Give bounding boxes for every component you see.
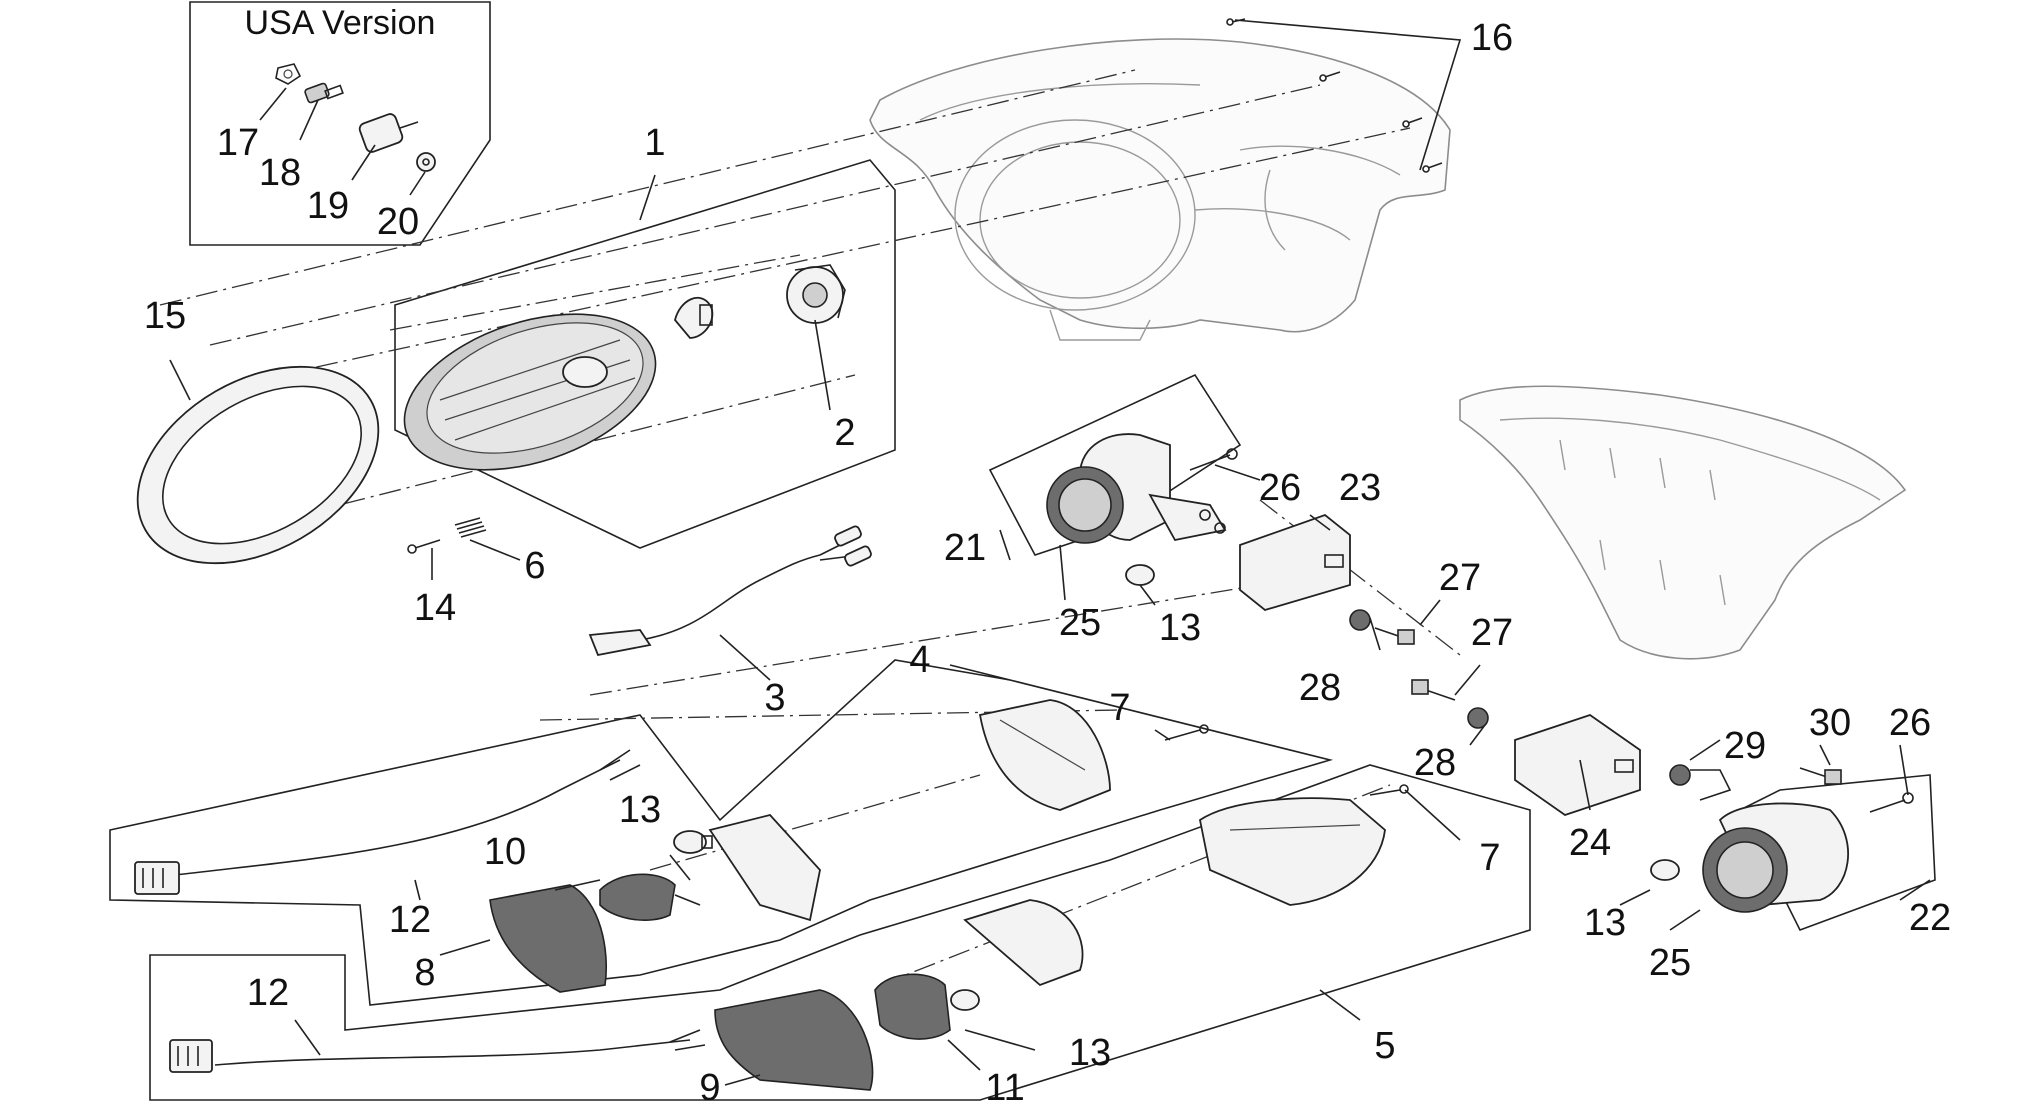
callout-11: 11 [985,1067,1024,1109]
part-8-turn-signal-lens [489,884,608,993]
part-13-bulb-c [1125,564,1155,586]
rear-light-left-outline [988,373,1242,556]
callout-27b: 27 [1471,612,1513,654]
part-20-washer [416,152,436,172]
part-30-bolt [1799,767,1842,785]
callout-22: 22 [1909,897,1951,939]
callout-26a: 26 [1259,467,1301,509]
rear-light-right-outline [1738,774,1936,931]
callout-8: 8 [414,952,435,994]
part-7-screw-b [1369,784,1409,796]
part-front-reflector-base [708,813,821,922]
part-15-headlight-trim-ring [136,365,380,565]
part-27-bolt-a [1374,627,1415,645]
part-3-wiring-harness [588,525,872,657]
part-22-rear-light-right [1702,802,1850,913]
part-19-sensor [358,113,419,153]
callout-30: 30 [1809,702,1851,744]
leader-lines [169,19,1931,1086]
part-23-connector-block [1239,513,1351,611]
part-9-rear-turn-signal-lens [714,989,874,1091]
callout-1: 1 [644,122,665,164]
callout-20: 20 [377,201,419,243]
callout-26b: 26 [1889,702,1931,744]
callout-5: 5 [1374,1025,1395,1067]
callout-21: 21 [944,527,986,569]
callout-2: 2 [834,412,855,454]
callout-12b: 12 [247,972,289,1014]
callout-23: 23 [1339,467,1381,509]
callout-28b: 28 [1414,742,1456,784]
usa-version-label: USA Version [245,4,436,42]
callout-14: 14 [414,587,456,629]
part-29-bracket [1669,764,1732,801]
part-28-washer-a [1349,609,1371,631]
callout-6: 6 [524,545,545,587]
callout-3: 3 [764,677,785,719]
part-21-rear-light-left [1046,433,1227,544]
part-12-wire-upper [134,749,641,895]
callout-27a: 27 [1439,557,1481,599]
part-13-bulb-b [950,989,980,1011]
callout-29: 29 [1724,725,1766,767]
part-26-screw-b [1869,792,1914,813]
part-24-connector-block [1514,714,1641,816]
callout-13d: 13 [1584,902,1626,944]
part-2-bulb-socket [674,264,846,339]
front-turn-signal-assembly-outline [109,659,1334,1006]
callout-25a: 25 [1059,602,1101,644]
callout-28a: 28 [1299,667,1341,709]
part-4-front-turn-signal-housing [978,699,1111,811]
part-13-bulb-a [673,830,713,854]
callout-7b: 7 [1479,837,1500,879]
callout-24: 24 [1569,822,1611,864]
callout-25b: 25 [1649,942,1691,984]
callout-15: 15 [144,295,186,337]
callout-4: 4 [909,639,930,681]
callout-13b: 13 [1159,607,1201,649]
part-5-rear-turn-signal-housing [1198,797,1386,906]
part-14-screw [407,539,441,554]
callout-12a: 12 [389,899,431,941]
callout-13c: 13 [1069,1032,1111,1074]
headlight-assembly-outline [394,159,896,549]
part-27-bolt-b [1411,679,1456,701]
callout-10: 10 [484,831,526,873]
callout-9: 9 [699,1067,720,1109]
callout-19: 19 [307,185,349,227]
callout-17: 17 [217,122,259,164]
part-12-wire-lower [169,1029,706,1073]
part-11-bulb-holder [874,973,951,1040]
part-10-bulb-holder [599,873,701,921]
part-18-bolt [304,82,344,104]
part-16-screws [1226,18,1443,173]
rear-body-panel [1459,385,1907,660]
callout-16: 16 [1471,17,1513,59]
part-rear-reflector-base [963,899,1084,987]
part-13-bulb-d [1650,859,1680,881]
part-26-screw-a [1189,448,1238,471]
callout-7a: 7 [1109,687,1130,729]
part-7-screw-a [1164,724,1209,741]
front-shield-panel [869,38,1451,341]
part-1-headlight-unit [403,313,657,471]
part-17-nut [275,63,302,85]
part-28-washer-b [1467,707,1489,729]
callout-13a: 13 [619,789,661,831]
usa-version-box [189,1,491,246]
part-6-spring [454,517,487,538]
callout-18: 18 [259,152,301,194]
